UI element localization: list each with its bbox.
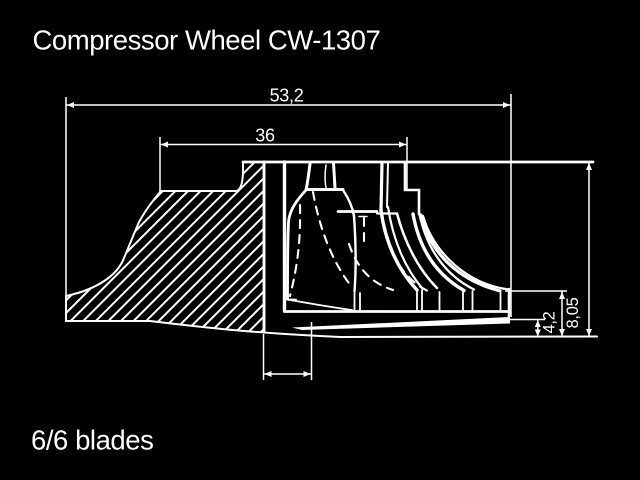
svg-text:36: 36 <box>255 126 275 146</box>
svg-text:Compressor Wheel CW-1307: Compressor Wheel CW-1307 <box>33 25 381 56</box>
svg-text:6/6 blades: 6/6 blades <box>31 425 153 456</box>
svg-text:4,2: 4,2 <box>541 311 559 333</box>
svg-text:53,2: 53,2 <box>270 85 304 105</box>
svg-text:8,05: 8,05 <box>564 297 582 328</box>
